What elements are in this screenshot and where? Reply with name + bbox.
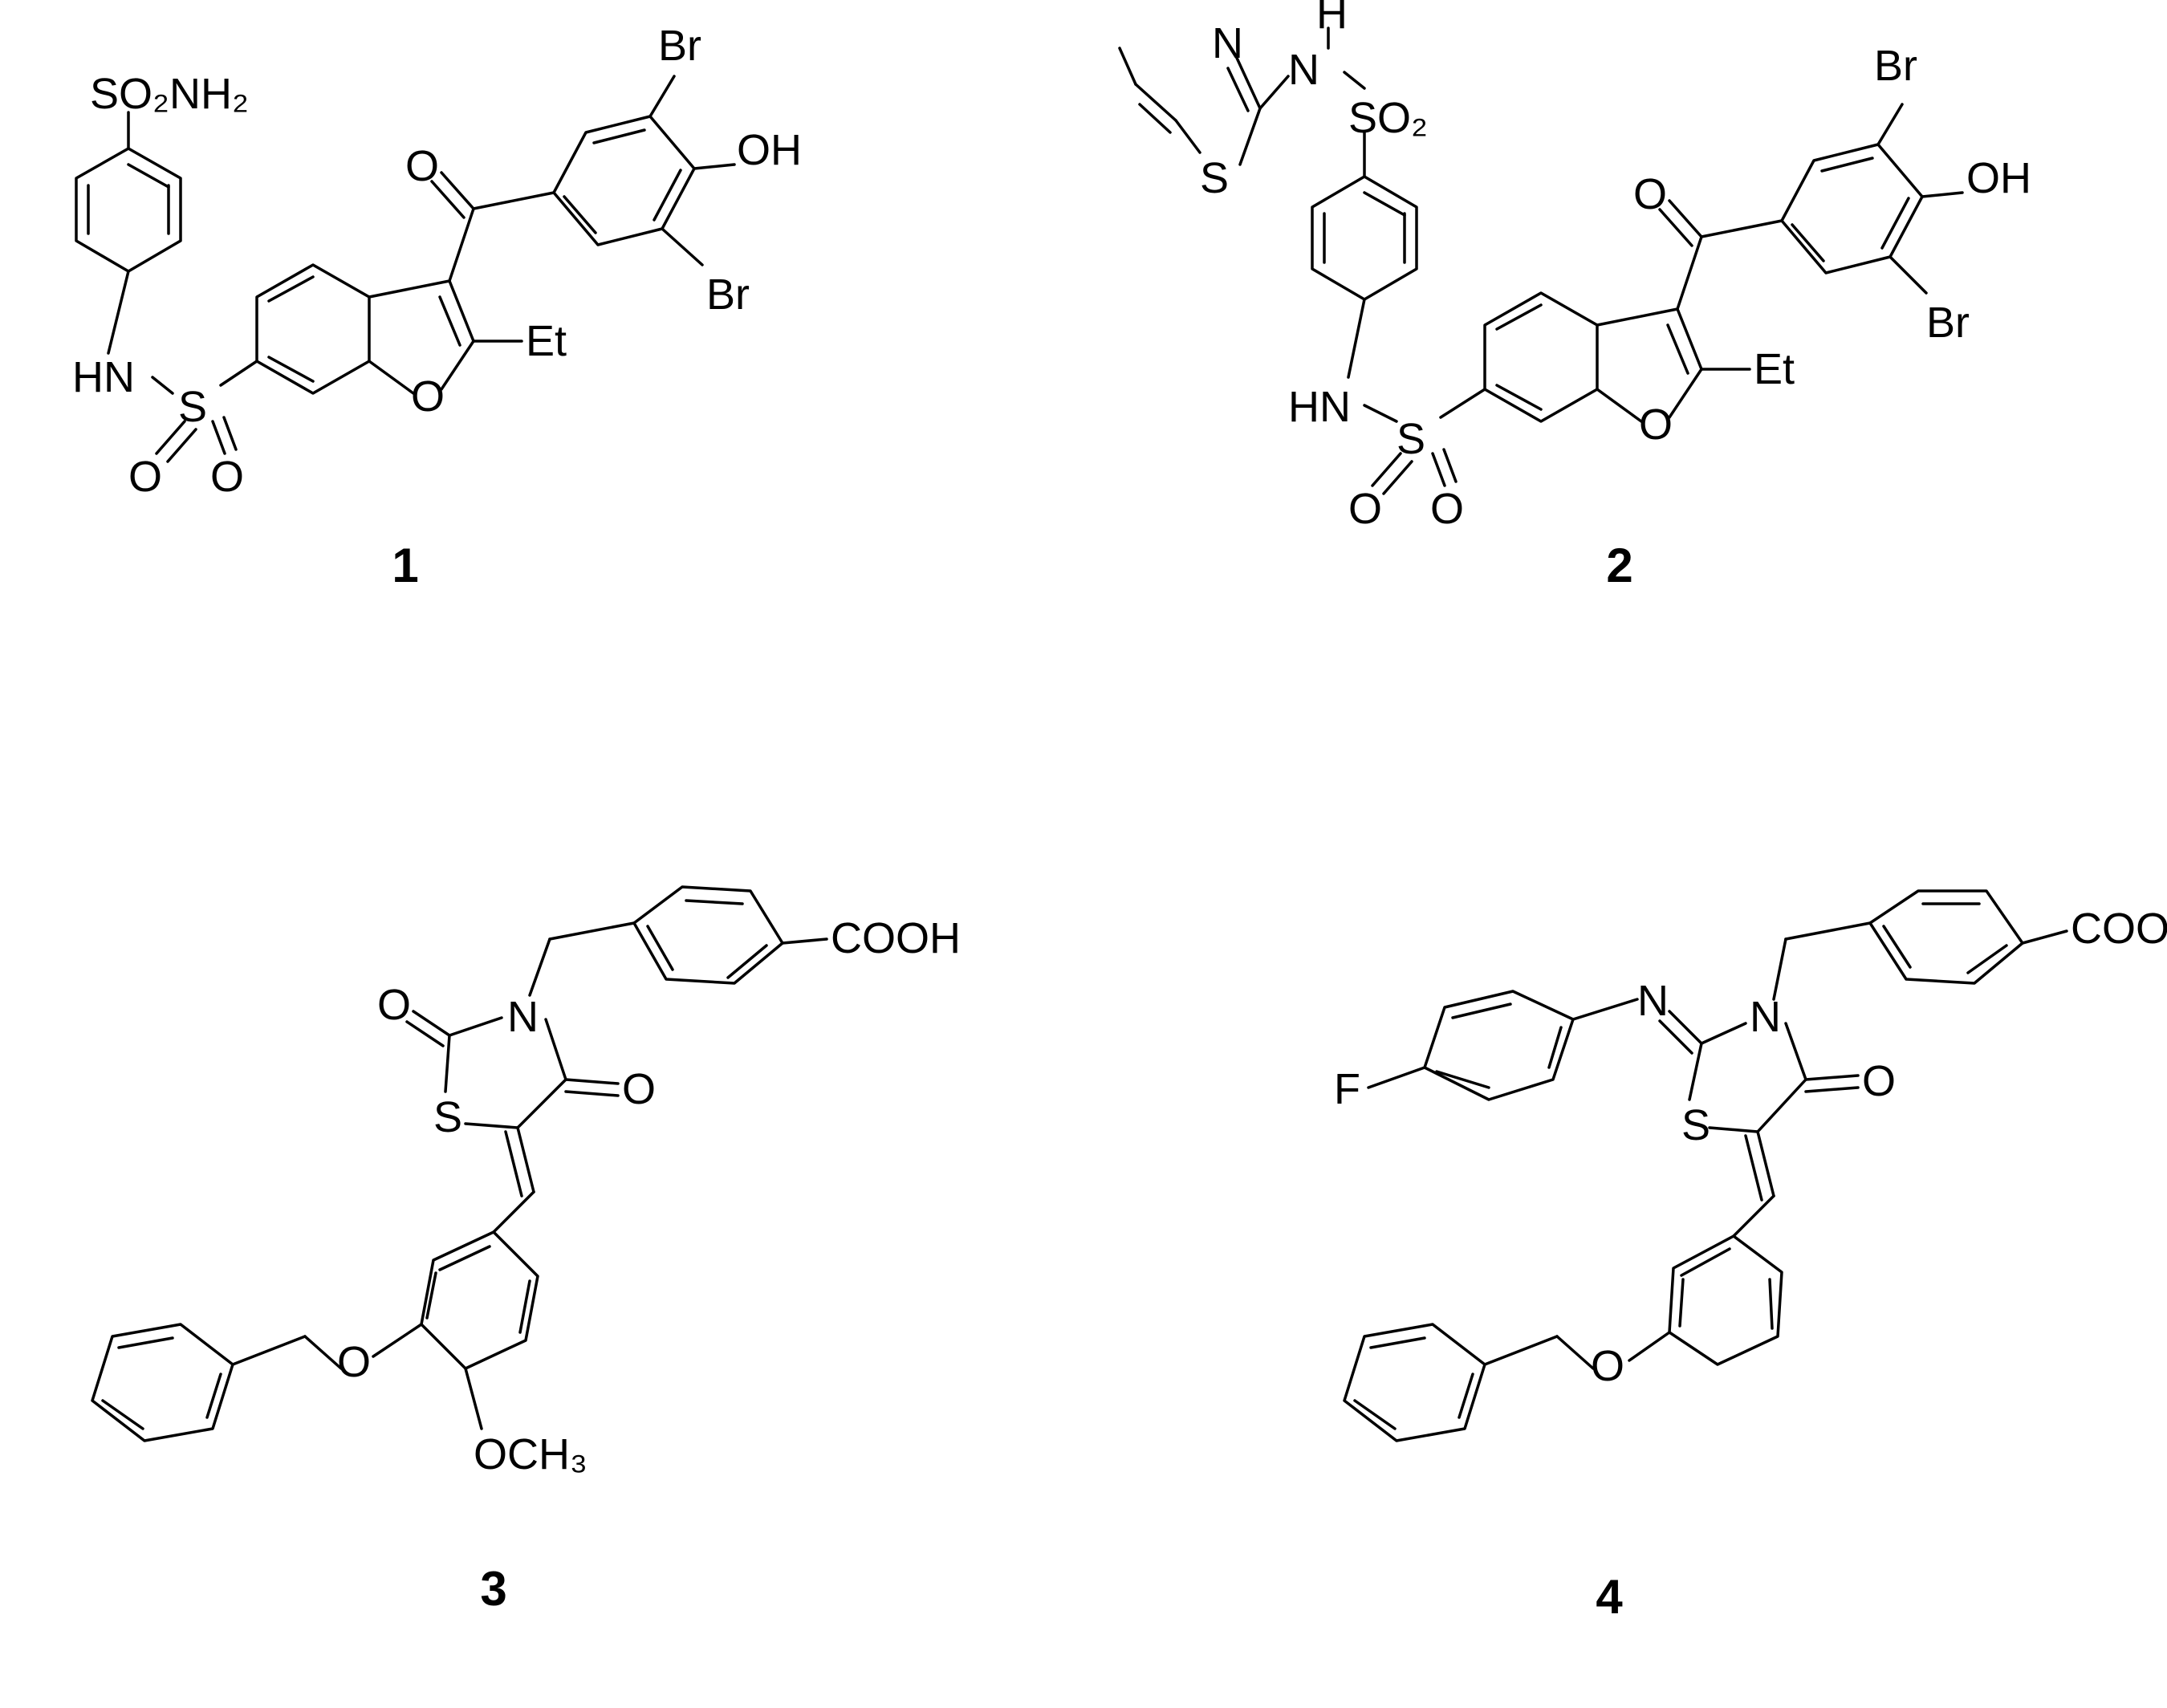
compound-2-so2-label: SO₂ [1348,94,1428,142]
compound-3-o-c2-label: O [377,981,411,1029]
compound-2-carbonyl-o-label: O [1633,170,1667,218]
compound-3-bonds [91,885,828,1442]
compound-3-number: 3 [480,1562,506,1616]
compound-2-s-label: S [1397,415,1425,463]
compound-2-o-left-label: O [1348,485,1382,533]
compound-1-o-right-label: O [210,453,244,501]
compound-2-number: 2 [1606,539,1632,592]
compound-1: SO₂NH₂ HN S O O O Et O Br OH Br 1 [72,22,802,592]
compound-3: COOH N O O S O OCH₃ 3 [91,885,961,1616]
compound-4-s-label: S [1681,1101,1710,1149]
compound-1-br-top-label: Br [658,22,701,70]
compound-1-s-label: S [178,383,207,431]
compound-1-number: 1 [392,539,418,592]
compound-3-s-label: S [433,1093,462,1141]
compound-1-hn-label: HN [72,353,135,401]
compound-2-thiazole-s-label: S [1200,154,1229,202]
compound-1-carbonyl-o-label: O [405,142,439,190]
compound-2-thiazole-n-label: N [1212,19,1243,67]
compound-3-och3-label: OCH₃ [474,1430,587,1478]
compound-1-sulfonamide-label: SO₂NH₂ [90,70,249,118]
compound-1-o-left-label: O [128,453,162,501]
compound-2-n-top-label: N [1288,46,1319,94]
compound-3-o-c4-label: O [622,1065,656,1113]
compound-1-furan-o-label: O [411,372,445,421]
compound-4-atoms: COOH N N O S F O [1334,905,2167,1390]
compound-2-furan-o-label: O [1639,401,1673,449]
compound-2: N S H N SO₂ HN S O O O Et O Br OH Br 2 [1118,0,2031,592]
compound-4-number: 4 [1596,1570,1623,1624]
compound-4-o-c4-label: O [1862,1057,1896,1105]
compound-3-cooh-label: COOH [831,914,961,962]
compound-2-o-right-label: O [1430,485,1464,533]
compound-1-et-label: Et [526,317,567,365]
compound-2-hn-label: HN [1288,383,1351,431]
compound-2-br-bottom-label: Br [1926,299,1970,347]
compound-4: COOH N N O S F O 4 [1334,889,2167,1624]
compound-2-h-label: H [1316,0,1348,38]
compound-1-oh-label: OH [737,126,802,174]
compound-2-br-top-label: Br [1874,42,1917,90]
compound-4-f-label: F [1334,1065,1360,1113]
compound-3-ether-o-label: O [337,1338,371,1386]
compound-1-atoms: SO₂NH₂ HN S O O O Et O Br OH Br [72,22,802,501]
compound-2-bonds [1118,26,1964,495]
compound-2-oh-label: OH [1966,154,2031,202]
compound-4-cooh-label: COOH [2071,905,2167,953]
compound-2-et-label: Et [1754,345,1795,393]
compound-1-br-bottom-label: Br [706,270,750,319]
compound-3-atoms: COOH N O O S O OCH₃ [337,914,961,1478]
compound-2-atoms: N S H N SO₂ HN S O O O Et O Br OH Br [1200,0,2031,533]
compound-4-ether-o-label: O [1591,1342,1624,1390]
compound-4-n-ring-label: N [1750,993,1781,1041]
compound-4-bonds [1343,889,2068,1442]
compound-4-n-imine-label: N [1637,977,1669,1025]
compound-3-n-label: N [507,993,539,1041]
compound-1-bonds [75,75,736,463]
